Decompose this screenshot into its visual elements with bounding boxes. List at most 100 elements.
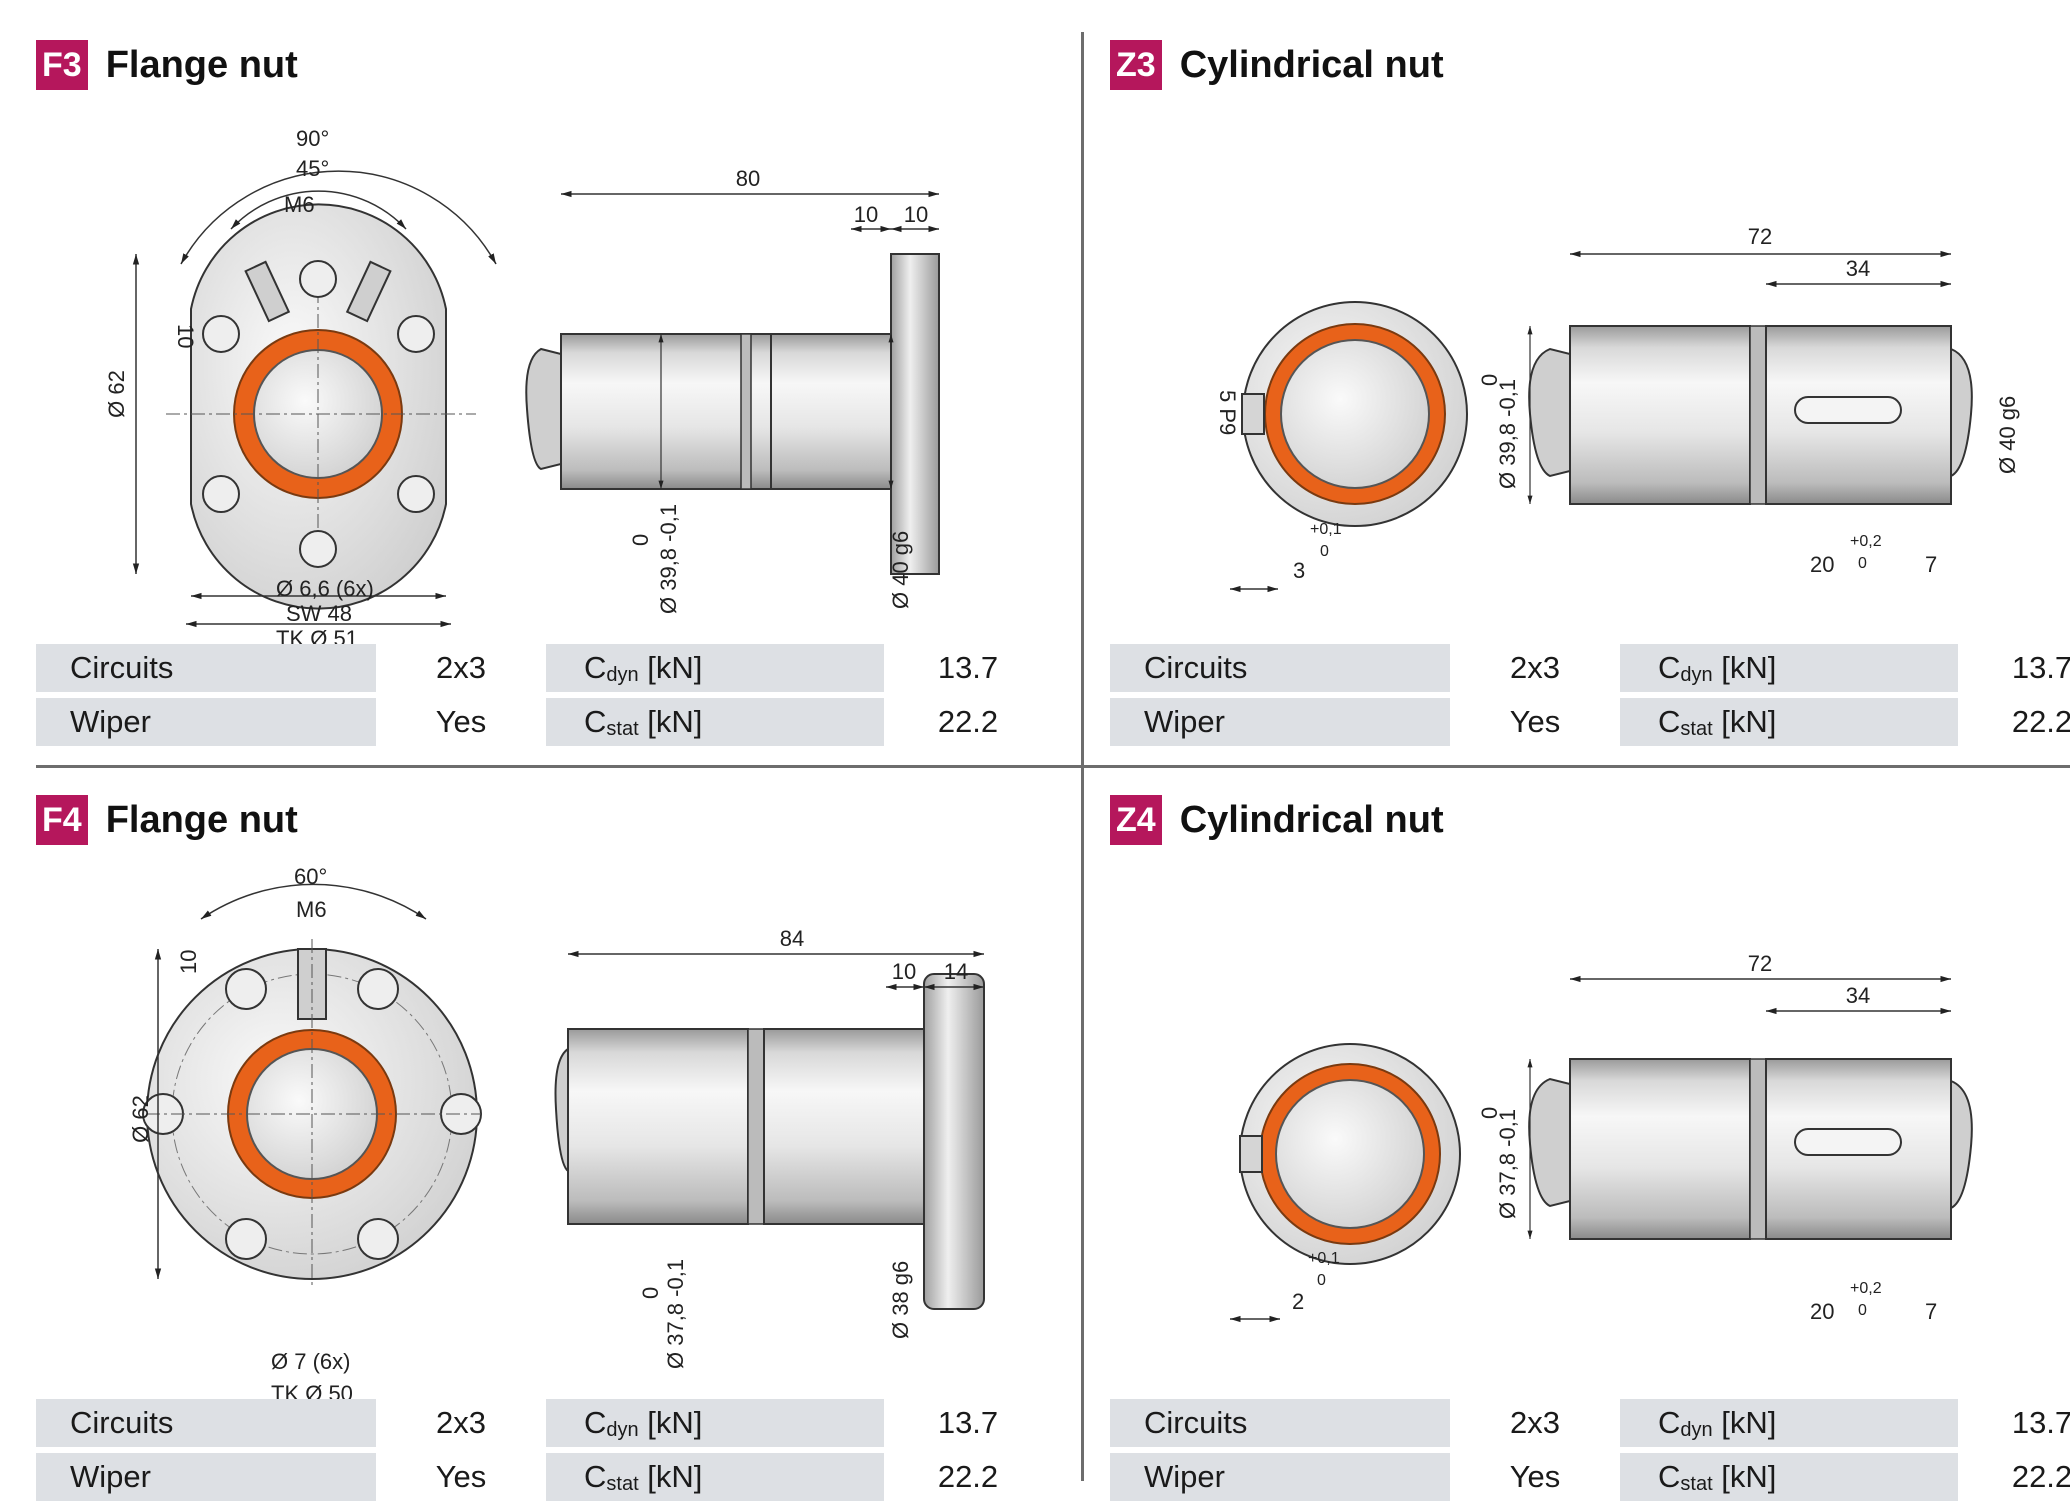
dim-zero: 0: [638, 1287, 663, 1299]
table-row: Wiper Yes Cstat [kN] 22.2: [36, 1453, 1052, 1501]
dim-tol-plus-02: +0,2: [1850, 1280, 1882, 1297]
variant-code-badge: Z4: [1110, 795, 1162, 845]
dim-7: 7: [1925, 1299, 1937, 1324]
circuits-value: 2x3: [376, 1399, 546, 1447]
panel-title: Flange nut: [105, 798, 298, 841]
dim-dia-40g6: Ø 40 g6: [888, 531, 913, 609]
wiper-value: Yes: [376, 698, 546, 746]
dim-2: 2: [1292, 1289, 1304, 1314]
panel-header: F3 Flange nut: [36, 40, 298, 90]
front-view: [1230, 1043, 1461, 1323]
dim-angle-60: 60°: [294, 864, 327, 889]
wiper-value: Yes: [1450, 1453, 1620, 1501]
dim-20: 20: [1810, 1299, 1834, 1324]
dim-10: 10: [173, 324, 198, 348]
technical-drawing: 5 P9 3 +0,1 0 72 34 Ø 39,8 -0,1 0 Ø 40 g…: [1215, 224, 2020, 593]
dim-dia-40g6: Ø 40 g6: [1995, 396, 2020, 474]
panel-title: Cylindrical nut: [1179, 43, 1444, 86]
technical-drawing: 90° 45° M6 10 Ø 62 Ø 6,6 (6x) SW 48 TK Ø…: [104, 126, 940, 651]
cstat-value: 22.2: [1958, 698, 2070, 746]
table-row: Circuits 2x3 Cdyn [kN] 13.7: [1110, 644, 2070, 692]
dim-dia-62: Ø 62: [128, 1095, 153, 1143]
panel-title: Cylindrical nut: [1179, 798, 1444, 841]
wiper-label: Wiper: [36, 1453, 376, 1501]
dim-dia-38g6: Ø 38 g6: [888, 1261, 913, 1339]
dim-10: 10: [176, 950, 201, 974]
panel-title: Flange nut: [105, 43, 298, 86]
dim-holes: Ø 6,6 (6x): [276, 576, 374, 601]
cstat-label: Cstat [kN]: [1620, 1453, 1958, 1501]
variant-code-badge: Z3: [1110, 40, 1162, 90]
dim-3: 3: [1293, 558, 1305, 583]
dim-length-80: 80: [736, 166, 760, 191]
table-row: Circuits 2x3 Cdyn [kN] 13.7: [36, 1399, 1052, 1447]
dim-length-72: 72: [1748, 224, 1772, 249]
cdyn-label: Cdyn [kN]: [546, 1399, 884, 1447]
dim-dia-62: Ø 62: [104, 370, 129, 418]
panel-header: Z3 Cylindrical nut: [1110, 40, 1444, 90]
dim-length-72: 72: [1748, 951, 1772, 976]
cstat-label: Cstat [kN]: [1620, 698, 1958, 746]
dim-tol-zero: 0: [1320, 543, 1329, 560]
dim-keyway: 5 P9: [1215, 390, 1240, 435]
side-view: [1527, 250, 1973, 505]
cdyn-label: Cdyn [kN]: [1620, 644, 1958, 692]
panel-header: F4 Flange nut: [36, 795, 298, 845]
circuits-value: 2x3: [376, 644, 546, 692]
panel-z4-cylindrical-nut: Z4 Cylindrical nut 2 +0,1 0 72 34 Ø 37,8…: [1110, 791, 2070, 1511]
side-view: [1527, 975, 1973, 1240]
wiper-label: Wiper: [36, 698, 376, 746]
table-row: Wiper Yes Cstat [kN] 22.2: [36, 698, 1052, 746]
cdyn-value: 13.7: [1958, 1399, 2070, 1447]
dim-34: 34: [1846, 983, 1870, 1008]
circuits-label: Circuits: [1110, 644, 1450, 692]
panel-z3-cylindrical-nut: Z3 Cylindrical nut 5 P9 3 +0,1 0 72 34 Ø…: [1110, 36, 2070, 756]
dim-holes: Ø 7 (6x): [271, 1349, 350, 1374]
dim-14: 14: [944, 959, 968, 984]
dim-tol-zero: 0: [1317, 1272, 1326, 1289]
cstat-value: 22.2: [884, 698, 1052, 746]
wiper-value: Yes: [1450, 698, 1620, 746]
dim-dia-378: Ø 37,8 -0,1: [663, 1259, 688, 1369]
panel-header: Z4 Cylindrical nut: [1110, 795, 1444, 845]
vertical-divider: [1081, 32, 1084, 1481]
dim-length-84: 84: [780, 926, 804, 951]
cdyn-label: Cdyn [kN]: [1620, 1399, 1958, 1447]
circuits-value: 2x3: [1450, 644, 1620, 692]
technical-drawing: 2 +0,1 0 72 34 Ø 37,8 -0,1 0 20 +0,2 0 7: [1230, 951, 1973, 1324]
dim-sw48: SW 48: [286, 601, 352, 626]
spec-table: Circuits 2x3 Cdyn [kN] 13.7 Wiper Yes Cs…: [1110, 638, 2070, 752]
cstat-label: Cstat [kN]: [546, 698, 884, 746]
dim-angle-45: 45°: [296, 156, 329, 181]
technical-drawing: 60° M6 10 Ø 62 Ø 7 (6x) TK Ø 50 84 10 14…: [128, 864, 985, 1413]
dim-34: 34: [1846, 256, 1870, 281]
spec-table: Circuits 2x3 Cdyn [kN] 13.7 Wiper Yes Cs…: [36, 1393, 1052, 1507]
horizontal-divider: [36, 765, 2070, 768]
dim-10a: 10: [854, 202, 878, 227]
table-row: Wiper Yes Cstat [kN] 22.2: [1110, 698, 2070, 746]
circuits-value: 2x3: [1450, 1399, 1620, 1447]
side-view: [554, 950, 985, 1310]
variant-code-badge: F4: [36, 795, 88, 845]
panel-f4-flange-nut: F4 Flange nut 60° M6 10 Ø 62 Ø 7 (6x) TK…: [36, 791, 1076, 1511]
dim-dia-378: Ø 37,8 -0,1: [1495, 1109, 1520, 1219]
dim-zero: 0: [1477, 374, 1502, 386]
circuits-label: Circuits: [36, 1399, 376, 1447]
dim-tol-plus: +0,1: [1310, 521, 1342, 538]
cdyn-value: 13.7: [884, 1399, 1052, 1447]
front-view: [1230, 301, 1468, 593]
table-row: Wiper Yes Cstat [kN] 22.2: [1110, 1453, 2070, 1501]
dim-zero: 0: [628, 534, 653, 546]
cdyn-value: 13.7: [884, 644, 1052, 692]
dim-20: 20: [1810, 552, 1834, 577]
dim-tol-zero-02: 0: [1858, 1302, 1867, 1319]
circuits-label: Circuits: [1110, 1399, 1450, 1447]
wiper-value: Yes: [376, 1453, 546, 1501]
dim-10a: 10: [892, 959, 916, 984]
table-row: Circuits 2x3 Cdyn [kN] 13.7: [1110, 1399, 2070, 1447]
panel-f3-flange-nut: F3 Flange nut 90° 45° M6 10 Ø: [36, 36, 1076, 756]
cdyn-label: Cdyn [kN]: [546, 644, 884, 692]
dim-angle-90: 90°: [296, 126, 329, 151]
cstat-value: 22.2: [1958, 1453, 2070, 1501]
cstat-label: Cstat [kN]: [546, 1453, 884, 1501]
